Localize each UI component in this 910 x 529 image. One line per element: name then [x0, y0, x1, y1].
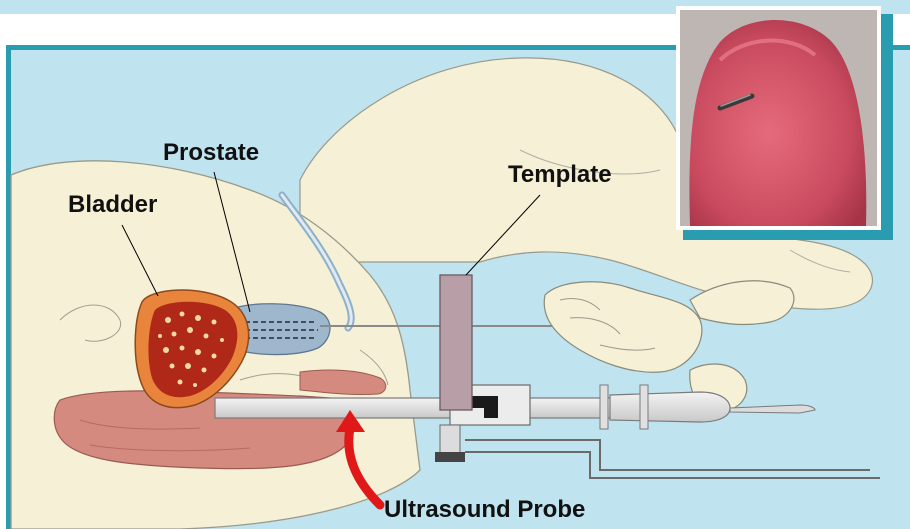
- prostate-label: Prostate: [163, 139, 259, 166]
- bladder-label: Bladder: [68, 191, 157, 218]
- stand-foot: [435, 452, 465, 462]
- ultrasound-probe-handle: [610, 392, 730, 422]
- template-grid: [440, 275, 472, 410]
- template-label: Template: [508, 161, 612, 188]
- stand-post: [440, 425, 460, 453]
- ultrasound-probe-shaft: [215, 398, 615, 418]
- seed-inset-photo: [676, 6, 893, 240]
- probe-collar: [600, 385, 608, 429]
- probe-collar-2: [640, 385, 648, 429]
- ultrasound-probe-label: Ultrasound Probe: [384, 496, 585, 523]
